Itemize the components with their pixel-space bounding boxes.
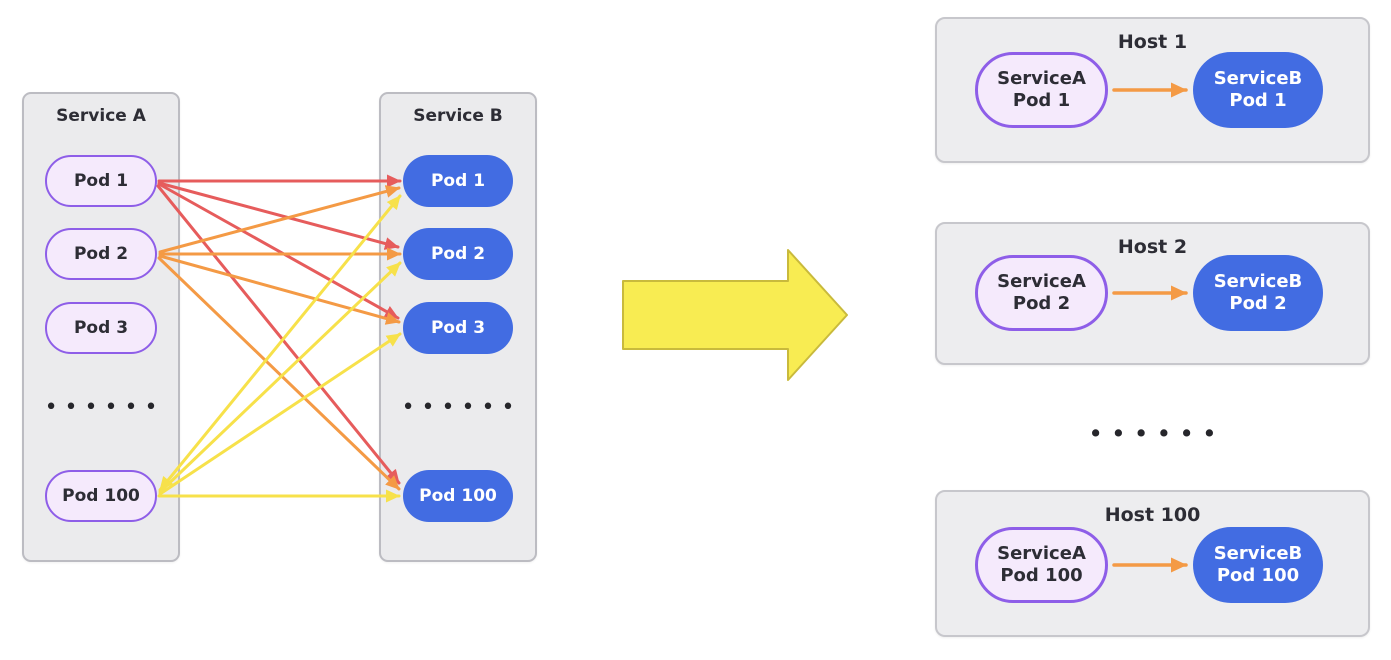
host-2-service-b-pod: ServiceB Pod 2 xyxy=(1193,255,1323,331)
mesh-line-a100-b3 xyxy=(158,332,402,496)
mesh-line-a1-b100 xyxy=(156,184,401,485)
host-box-1: Host 1 ServiceA Pod 1 ServiceB Pod 1 xyxy=(935,17,1370,163)
mesh-line-a2-b100 xyxy=(157,256,401,491)
host-pod-label-line2: Pod 1 xyxy=(1229,90,1287,111)
service-a-pod-3: Pod 3 xyxy=(45,302,157,354)
service-a-pod-100: Pod 100 xyxy=(45,470,157,522)
service-a-ellipsis-dots: •••••• xyxy=(44,395,165,420)
host-2-title: Host 2 xyxy=(1117,236,1188,258)
service-b-pod-1: Pod 1 xyxy=(403,155,513,207)
host-1-service-a-pod: ServiceA Pod 1 xyxy=(975,52,1108,128)
host-1-service-b-pod: ServiceB Pod 1 xyxy=(1193,52,1323,128)
service-b-ellipsis-dots: •••••• xyxy=(401,395,522,420)
service-a-title: Service A xyxy=(56,106,146,126)
mesh-line-a2-b1 xyxy=(158,185,401,254)
host-pod-label-line2: Pod 100 xyxy=(1000,565,1083,586)
hosts-ellipsis-dots: •••••• xyxy=(1088,419,1225,448)
service-b-panel: Service B Pod 1 Pod 2 Pod 3 •••••• Pod 1… xyxy=(379,92,537,562)
host-pod-label-line1: ServiceB xyxy=(1213,270,1303,292)
host-100-service-a-pod: ServiceA Pod 100 xyxy=(975,527,1108,603)
host-100-title: Host 100 xyxy=(1104,504,1201,526)
mesh-line-a1-b2 xyxy=(157,181,400,250)
host-pod-label-line1: ServiceA xyxy=(997,270,1086,292)
host-1-title: Host 1 xyxy=(1117,31,1188,53)
service-b-pod-3: Pod 3 xyxy=(403,302,513,354)
host-2-service-a-pod: ServiceA Pod 2 xyxy=(975,255,1108,331)
host-pod-label-line2: Pod 2 xyxy=(1012,293,1071,314)
host-pod-label-line1: ServiceA xyxy=(997,542,1086,564)
service-a-pod-2: Pod 2 xyxy=(45,228,157,280)
host-pod-label-line2: Pod 2 xyxy=(1229,293,1287,314)
mesh-line-a100-b1 xyxy=(158,194,402,492)
service-a-panel: Service A Pod 1 Pod 2 Pod 3 •••••• Pod 1… xyxy=(22,92,180,562)
host-pod-label-line1: ServiceA xyxy=(997,67,1086,89)
host-pod-label-line1: ServiceB xyxy=(1213,542,1303,564)
service-b-pod-2: Pod 2 xyxy=(403,228,513,280)
service-a-pod-1: Pod 1 xyxy=(45,155,157,207)
host-box-2: Host 2 ServiceA Pod 2 ServiceB Pod 2 xyxy=(935,222,1370,365)
host-pod-label-line2: Pod 1 xyxy=(1012,90,1071,111)
host-box-100: Host 100 ServiceA Pod 100 ServiceB Pod 1… xyxy=(935,490,1370,637)
big-right-arrow-icon xyxy=(622,249,848,381)
mesh-line-a2-b3 xyxy=(158,254,401,325)
host-pod-label-line1: ServiceB xyxy=(1213,67,1303,89)
mesh-line-a100-b2 xyxy=(158,261,402,494)
host-pod-label-line2: Pod 100 xyxy=(1216,565,1300,586)
service-b-title: Service B xyxy=(413,106,503,126)
service-b-pod-100: Pod 100 xyxy=(403,470,513,522)
mesh-line-a1-b3 xyxy=(157,182,400,320)
host-100-service-b-pod: ServiceB Pod 100 xyxy=(1193,527,1323,603)
